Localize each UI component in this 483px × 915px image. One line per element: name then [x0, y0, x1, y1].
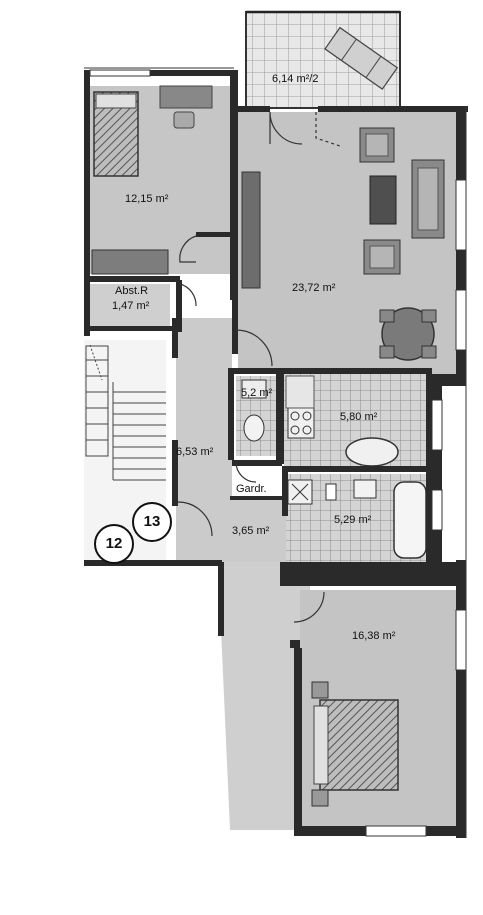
- corridor-floor: [218, 562, 310, 830]
- bath-sink-icon: [353, 479, 377, 499]
- window-bedroom1: [89, 69, 151, 77]
- entry-floor: [176, 500, 286, 562]
- counter-icon: [285, 375, 315, 409]
- storage-area-label: 1,47 m²: [112, 300, 150, 312]
- toilet-icon: [243, 414, 265, 442]
- nightstand2-icon: [311, 789, 329, 807]
- kitchen-table-icon: [345, 437, 399, 467]
- chair-icon: [173, 111, 195, 129]
- desk-icon: [159, 85, 213, 109]
- kitchen-area-label: 5,80 m²: [340, 411, 378, 423]
- hall-area-label: 6,53 m²: [176, 446, 214, 458]
- dining-table-icon: [381, 307, 435, 361]
- door-bedroom2: [293, 591, 325, 623]
- tv-unit-icon: [241, 171, 261, 289]
- entry-area-label: 3,65 m²: [232, 525, 270, 537]
- door-bath: [235, 461, 257, 483]
- bed2-icon: [319, 699, 399, 791]
- window-living2: [455, 289, 467, 351]
- unit-12-badge: 12: [94, 524, 134, 564]
- door-entry: [177, 501, 213, 537]
- bedroom2-area-label: 16,38 m²: [352, 630, 396, 642]
- door-living: [269, 111, 303, 145]
- loggia-area-label: 6,14 m²/2: [272, 73, 319, 85]
- loggia-area: [245, 11, 401, 109]
- window-bath: [431, 489, 443, 531]
- furniture: [91, 85, 445, 807]
- wc-sink-icon: [241, 379, 267, 399]
- window-bedroom2b: [365, 825, 427, 837]
- pillow2-icon: [313, 705, 329, 785]
- wardrobe-name-label: Gardr.: [236, 483, 267, 495]
- window-bedroom2: [455, 609, 467, 671]
- stove-icon: [287, 407, 315, 439]
- coffee-table-icon: [369, 175, 397, 225]
- window-kitchen: [431, 399, 443, 451]
- door-storage: [179, 283, 197, 307]
- door-hall: [235, 329, 273, 367]
- storage-floor: [90, 284, 170, 330]
- deckchair: [324, 26, 399, 90]
- loggia: [245, 10, 401, 109]
- doors: [177, 111, 341, 623]
- bathtub-icon: [393, 481, 427, 559]
- windows: [89, 69, 467, 837]
- window-living: [455, 179, 467, 251]
- wardrobe-icon: [91, 249, 169, 275]
- bath-shelf-icon: [325, 483, 337, 501]
- pillow-icon: [95, 93, 137, 109]
- stairwell: [85, 344, 166, 481]
- bedroom-area-label: 12,15 m²: [125, 193, 169, 205]
- nightstand-icon: [311, 681, 329, 699]
- bath-area-label: 5,29 m²: [334, 514, 372, 526]
- door-bedroom: [179, 235, 197, 263]
- wc-area-label: 5,2 m²: [241, 387, 273, 399]
- unit-13-badge: 13: [132, 502, 172, 542]
- storage-name-label: Abst.R: [115, 285, 149, 297]
- door-balcony: [315, 112, 341, 147]
- living-area-label: 23,72 m²: [292, 282, 336, 294]
- outline: [84, 67, 467, 838]
